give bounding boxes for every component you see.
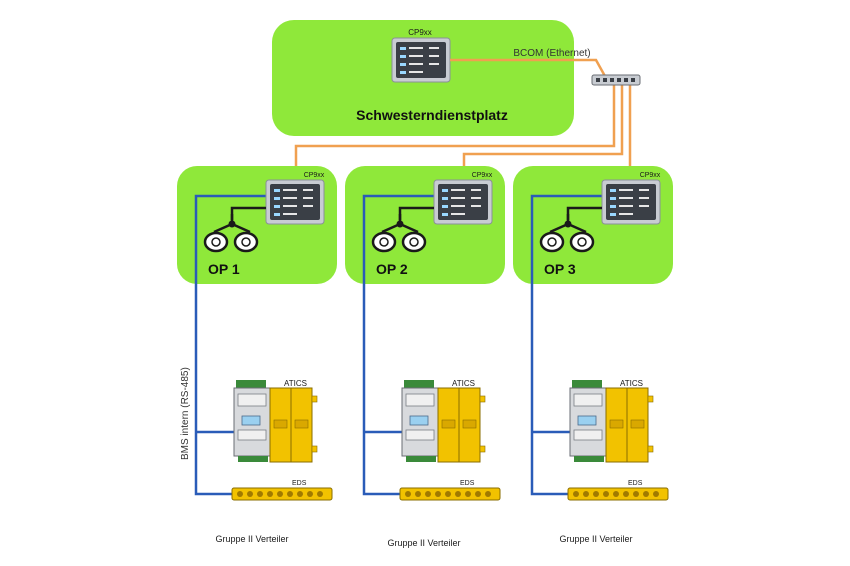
op3-atics-icon — [569, 379, 654, 463]
bcom-label: BCOM (Ethernet) — [513, 48, 590, 59]
op3-eds-label: EDS — [628, 480, 643, 487]
op1-panel-icon — [265, 179, 325, 225]
ethernet-switch-icon — [591, 74, 641, 86]
op3-panel-icon — [601, 179, 661, 225]
op3-group-label: Gruppe II Verteiler — [559, 534, 632, 544]
op3-panel-label: CP9xx — [640, 172, 661, 179]
op1-atics-label: ATICS — [284, 379, 307, 388]
op2-eds-label: EDS — [460, 480, 475, 487]
op3-atics-label: ATICS — [620, 379, 643, 388]
op1-group-label: Gruppe II Verteiler — [215, 534, 288, 544]
op1-atics-icon — [233, 379, 318, 463]
op2-atics-icon — [401, 379, 486, 463]
op2-panel-icon — [433, 179, 493, 225]
op3-title: OP 3 — [544, 261, 576, 277]
op2-group-label: Gruppe II Verteiler — [387, 538, 460, 548]
op2-atics-label: ATICS — [452, 379, 475, 388]
bms-bus-label: BMS intern (RS-485) — [180, 367, 191, 460]
op1-eds-icon — [231, 487, 333, 501]
nurse-station-panel-icon — [391, 37, 451, 83]
room-title: Schwesterndienstplatz — [356, 107, 508, 123]
nurse-station-panel-label: CP9xx — [408, 28, 432, 37]
op1-panel-label: CP9xx — [304, 172, 325, 179]
bms-bus-lines — [194, 194, 602, 496]
op2-panel-label: CP9xx — [472, 172, 493, 179]
op1-title: OP 1 — [208, 261, 240, 277]
op1-eds-label: EDS — [292, 480, 307, 487]
op2-eds-icon — [399, 487, 501, 501]
op2-title: OP 2 — [376, 261, 408, 277]
op3-eds-icon — [567, 487, 669, 501]
